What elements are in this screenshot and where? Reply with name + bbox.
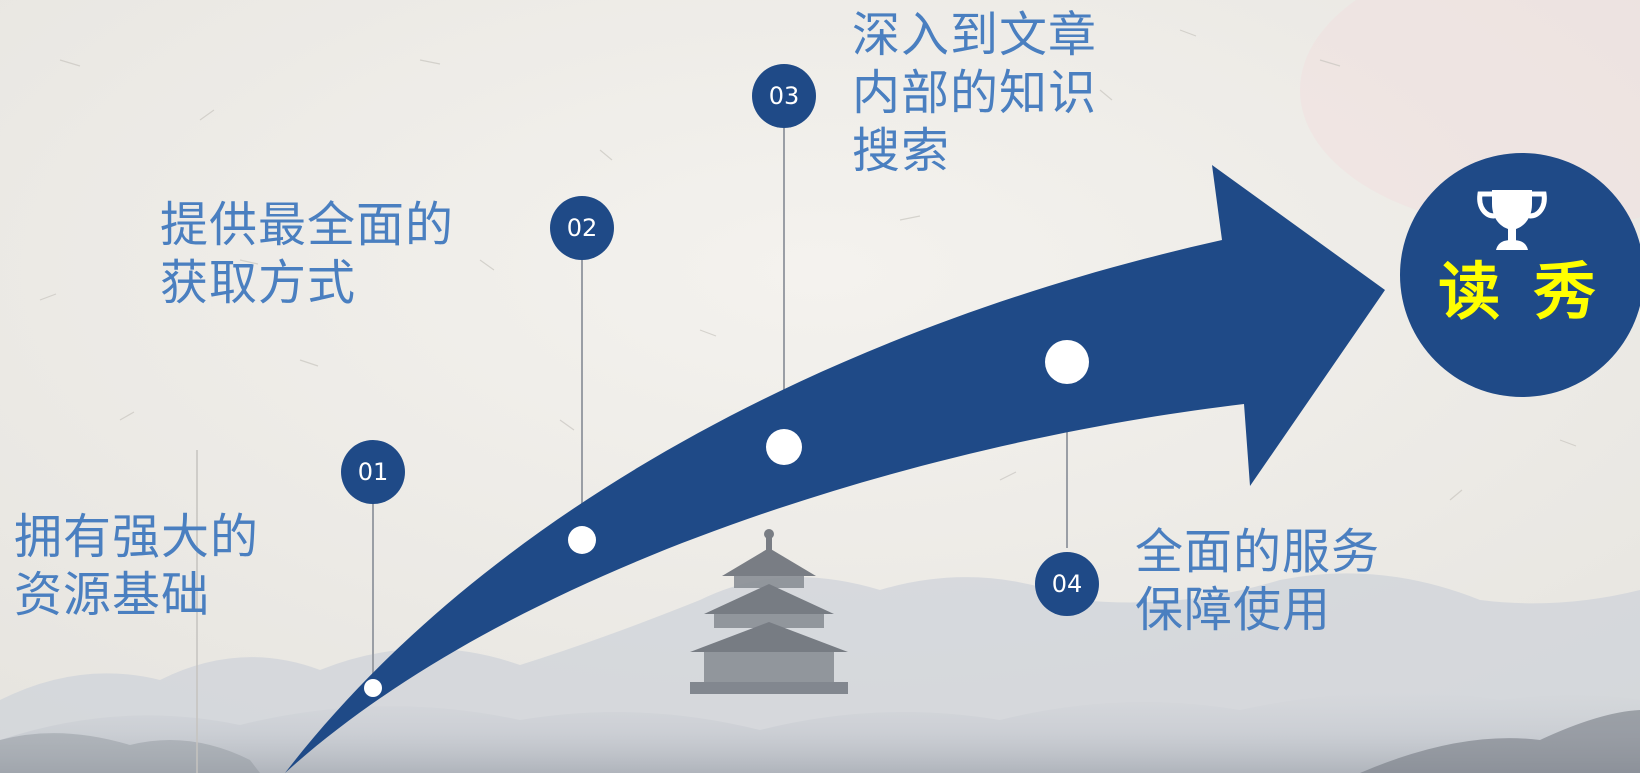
milestone-dot-02 [568, 526, 596, 554]
step-03-line-1: 深入到文章 [852, 7, 1098, 63]
step-02-line-1: 提供最全面的 [160, 197, 455, 253]
near-mountains [0, 692, 1640, 773]
step-03-label: 深入到文章 内部的知识 搜索 [852, 6, 1097, 180]
step-03-number: 03 [768, 82, 800, 110]
step-01-line-2: 资源基础 [14, 567, 211, 623]
step-04-line-1: 全面的服务 [1135, 524, 1381, 580]
step-03-line-2: 内部的知识 [852, 65, 1098, 121]
milestone-dot-01 [364, 679, 382, 697]
growth-arrow [285, 165, 1385, 773]
step-04-line-2: 保障使用 [1135, 582, 1332, 638]
left-ridge [0, 733, 260, 773]
step-01-badge: 01 [341, 440, 405, 504]
step-02-number: 02 [566, 214, 598, 242]
milestone-dot-04 [1045, 340, 1089, 384]
step-04-label: 全面的服务 保障使用 [1135, 523, 1380, 639]
step-01-label: 拥有强大的 资源基础 [14, 508, 259, 624]
step-02-line-2: 获取方式 [160, 255, 357, 311]
goal-label: 读 秀 [1438, 255, 1602, 328]
step-04-badge: 04 [1035, 552, 1099, 616]
dark-ridge [1360, 710, 1640, 773]
step-01-line-1: 拥有强大的 [14, 509, 260, 565]
step-01-number: 01 [357, 458, 389, 486]
step-03-line-3: 搜索 [852, 123, 951, 179]
trophy-icon [1477, 190, 1547, 250]
step-02-label: 提供最全面的 获取方式 [160, 196, 454, 312]
step-02-badge: 02 [550, 196, 614, 260]
step-03-badge: 03 [752, 64, 816, 128]
temple-illustration [690, 529, 848, 694]
milestone-dot-03 [766, 429, 802, 465]
step-04-number: 04 [1051, 570, 1083, 598]
